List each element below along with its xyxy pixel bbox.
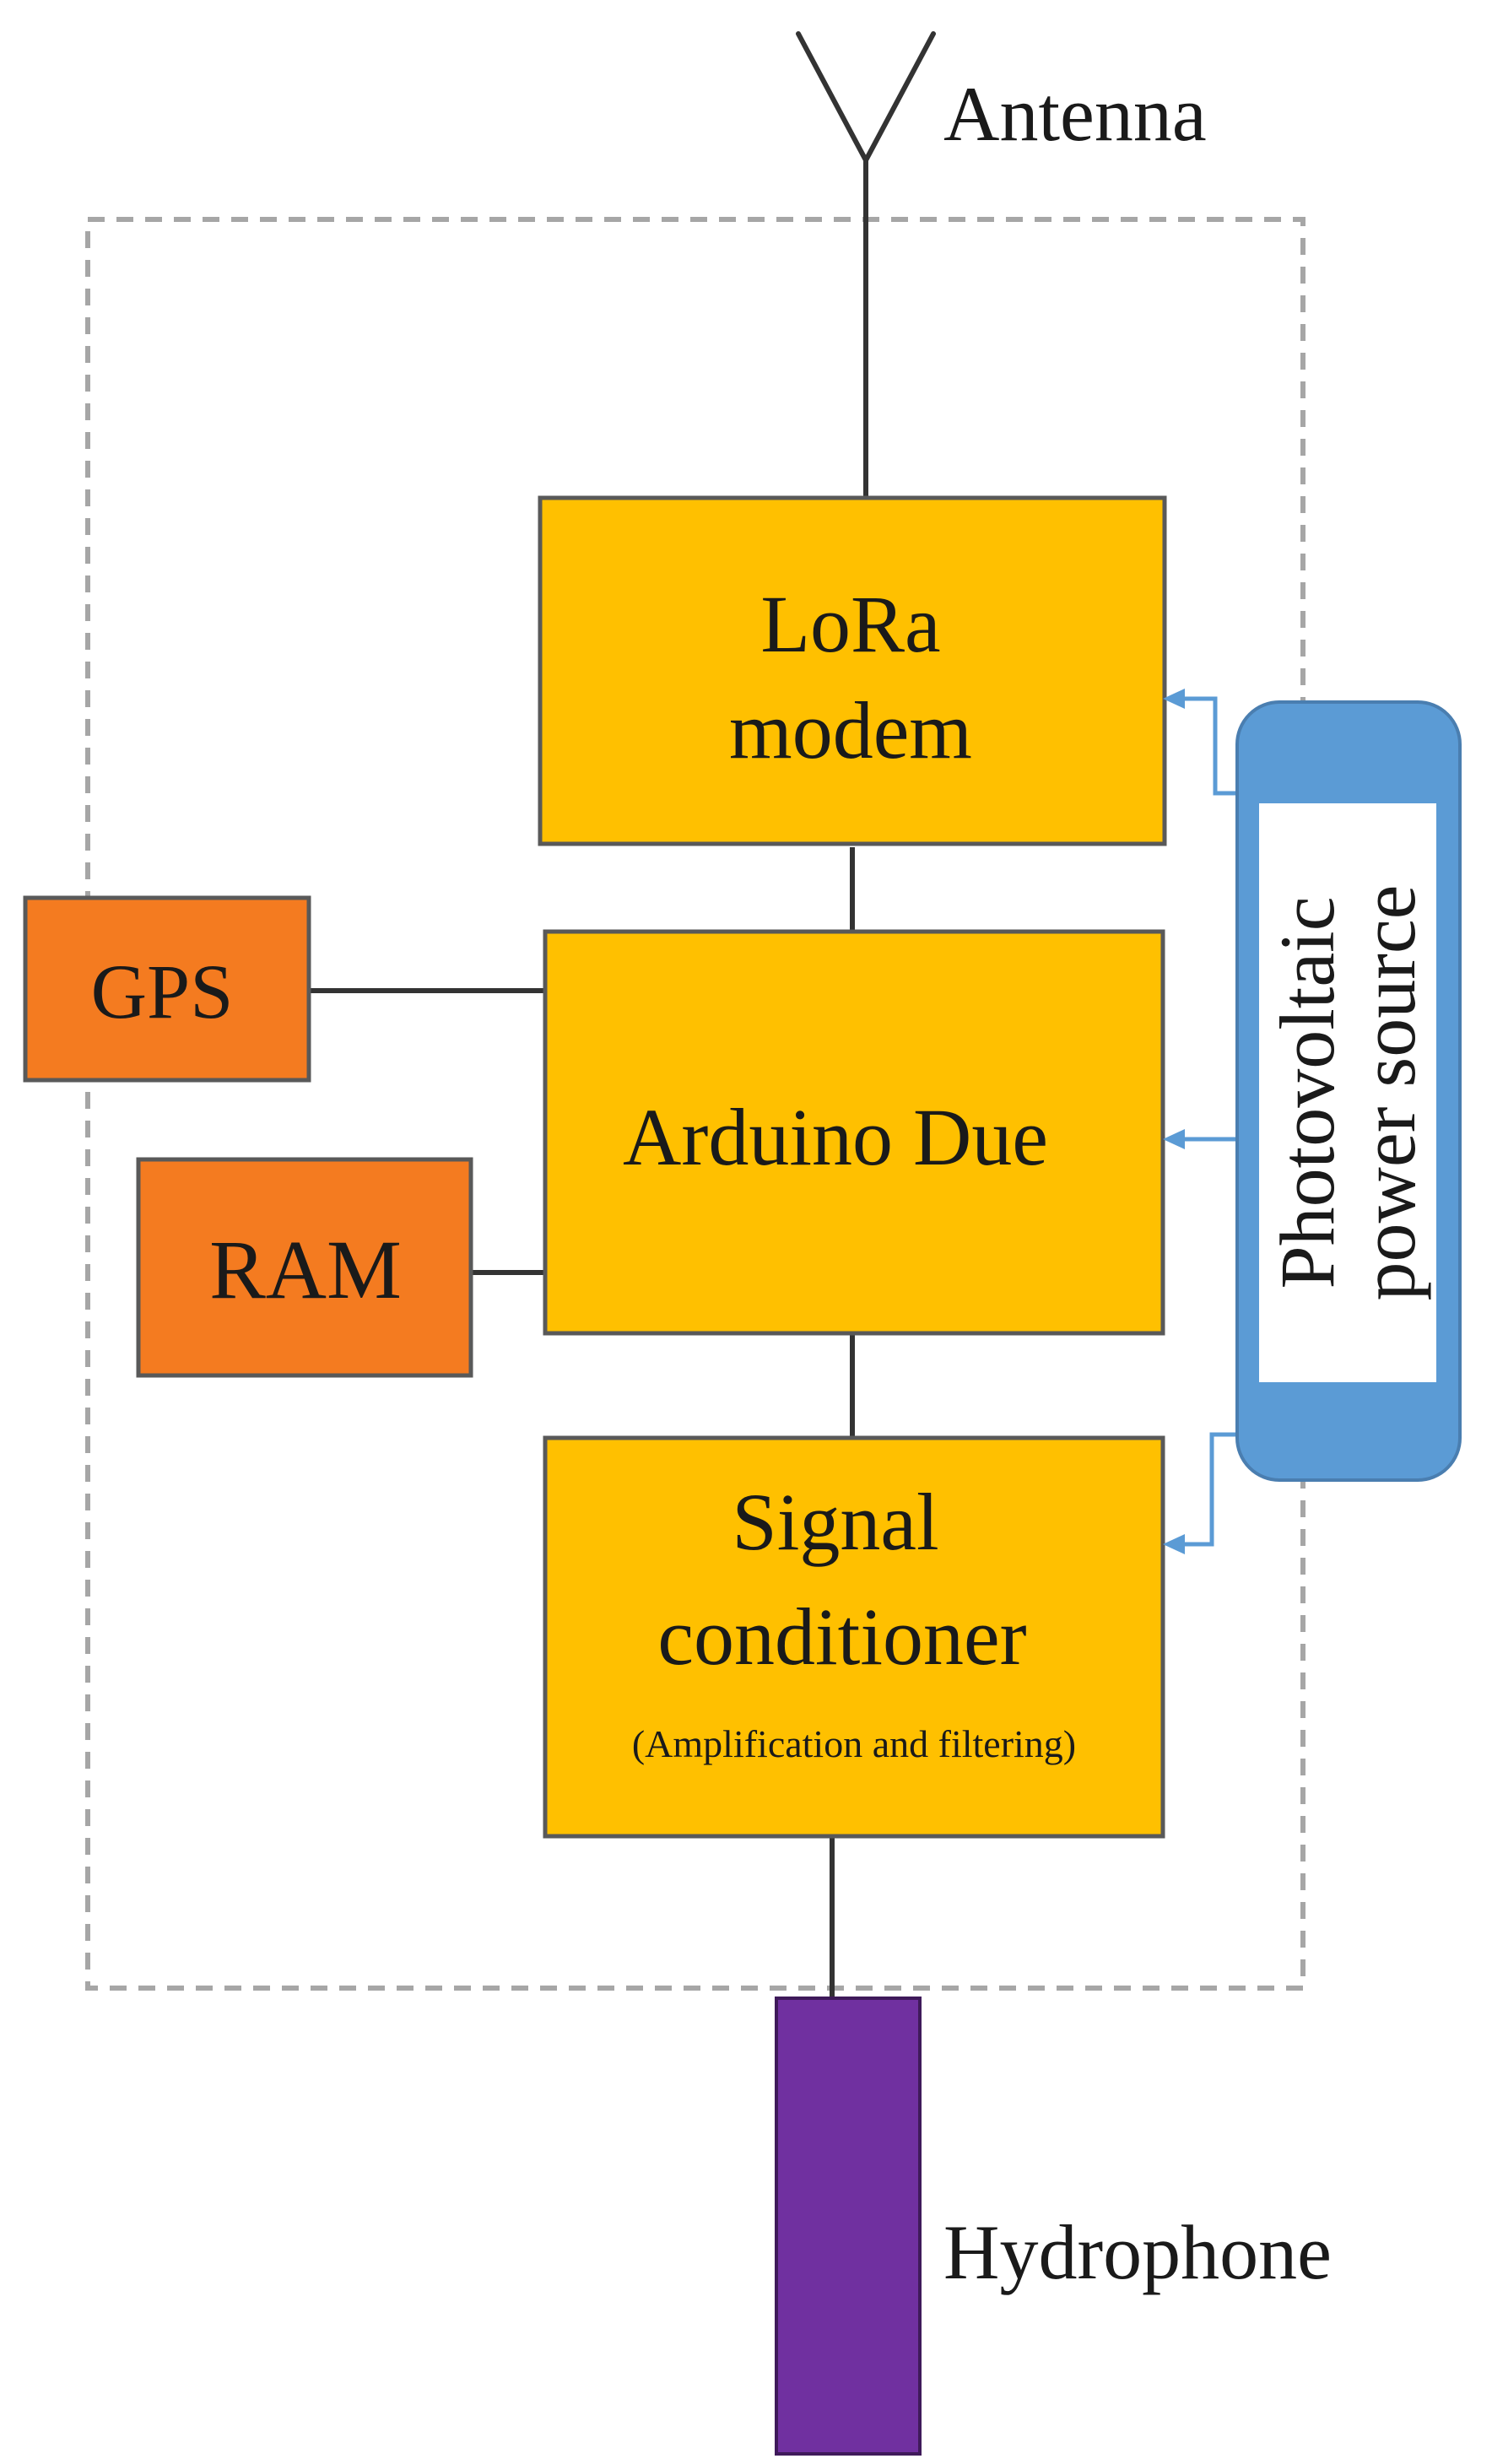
signal-conditioner-line2: conditioner: [657, 1591, 1026, 1682]
power-feed-arrowheads: [1163, 689, 1185, 1554]
power-feed-lora: [1178, 696, 1237, 796]
antenna-icon: [796, 31, 936, 500]
gps-label: GPS: [91, 948, 234, 1035]
arduino-due-block: Arduino Due: [543, 929, 1165, 1336]
photovoltaic-power-source-block: Photovoltaic power source: [1235, 700, 1462, 1482]
hydrophone-label: Hydrophone: [943, 2209, 1332, 2295]
hydrophone-block: [775, 1997, 922, 2456]
antenna-label: Antenna: [943, 71, 1207, 157]
ram-label: RAM: [209, 1223, 402, 1316]
arduino-due-label: Arduino Due: [623, 1092, 1048, 1182]
gps-block: GPS: [23, 895, 311, 1083]
signal-conditioner-line1: Signal: [732, 1477, 938, 1567]
arrow-icon: [1163, 689, 1185, 709]
lora-modem-block: LoRa modem: [538, 495, 1167, 846]
power-source-line2: power source: [1345, 884, 1431, 1300]
power-source-label-box: [1259, 803, 1436, 1382]
signal-conditioner-note: (Amplification and filtering): [632, 1722, 1076, 1765]
power-feed-conditioner: [1178, 1432, 1237, 1547]
power-feeds: [1178, 696, 1237, 1547]
wires: [309, 847, 855, 1998]
arrow-icon: [1163, 1129, 1185, 1149]
lora-modem-line2: modem: [729, 685, 972, 775]
signal-conditioner-block: Signal conditioner (Amplification and fi…: [543, 1435, 1165, 1839]
power-source-line1: Photovoltaic: [1264, 896, 1350, 1289]
arrow-icon: [1163, 1534, 1185, 1554]
lora-modem-line1: LoRa: [760, 579, 940, 669]
ram-block: RAM: [136, 1157, 473, 1378]
